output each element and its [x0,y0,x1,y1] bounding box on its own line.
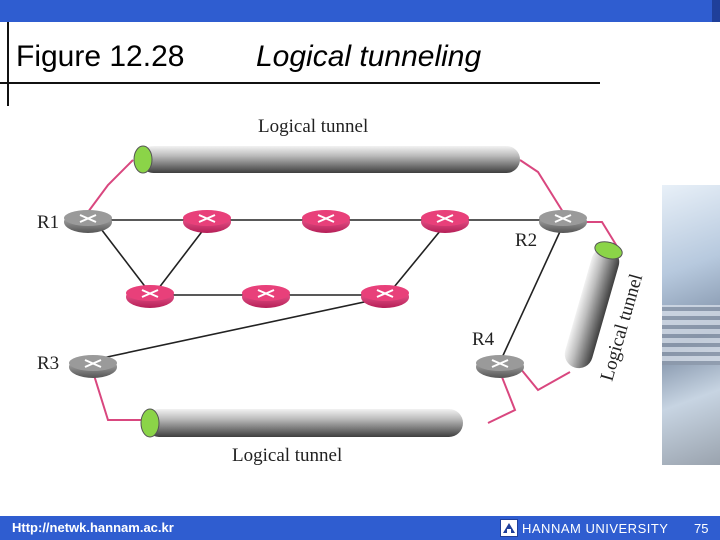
gray-router [64,210,112,233]
router-r3-label: R3 [37,353,59,374]
link-p1-m1 [154,224,208,294]
tunnel-top [133,145,520,174]
tunnel-right [564,241,623,369]
connector-r1-top-tunnel [87,159,134,213]
title-vertical-rule [7,22,9,106]
pink-router [361,285,409,308]
connector-r4-right-tunnel [519,367,571,392]
top-bar [0,0,720,22]
link-r2-r4 [499,224,564,363]
connector-r4-bottom-tunnel [487,371,517,424]
tunnel-bottom-label: Logical tunnel [232,445,342,466]
link-r3-m3 [92,297,384,361]
tunnel-connectors [87,159,619,424]
pink-router [183,210,231,233]
gray-router [476,355,524,378]
pink-router [421,210,469,233]
pink-router [302,210,350,233]
decorative-bands [662,305,720,365]
tunnel-top-label: Logical tunnel [258,116,368,137]
page-number: 75 [694,521,709,536]
connector-r3-bottom-tunnel [92,371,143,421]
router-r4-label: R4 [472,329,495,350]
connector-r2-top-tunnel [519,159,564,213]
title-horizontal-rule [0,82,600,84]
top-bar-notch [712,0,720,22]
footer-university: HANNAM UNIVERSITY [522,521,669,536]
footer-bar: Http://netwk.hannam.ac.kr HANNAM UNIVERS… [0,516,720,540]
gray-router [69,355,117,378]
link-p3-m3 [389,224,446,293]
pink-router [126,285,174,308]
footer-url[interactable]: Http://netwk.hannam.ac.kr [12,520,174,535]
link-r1-m1 [97,224,151,294]
decorative-photo [662,185,720,465]
slide-title: Logical tunneling [256,40,482,73]
tunnel-bottom [140,408,463,438]
pink-router [242,285,290,308]
router-r2-label: R2 [515,230,537,251]
figure-number: Figure 12.28 [16,40,185,73]
router-r1-label: R1 [37,212,59,233]
university-logo-icon [500,519,518,537]
gray-router [539,210,587,233]
